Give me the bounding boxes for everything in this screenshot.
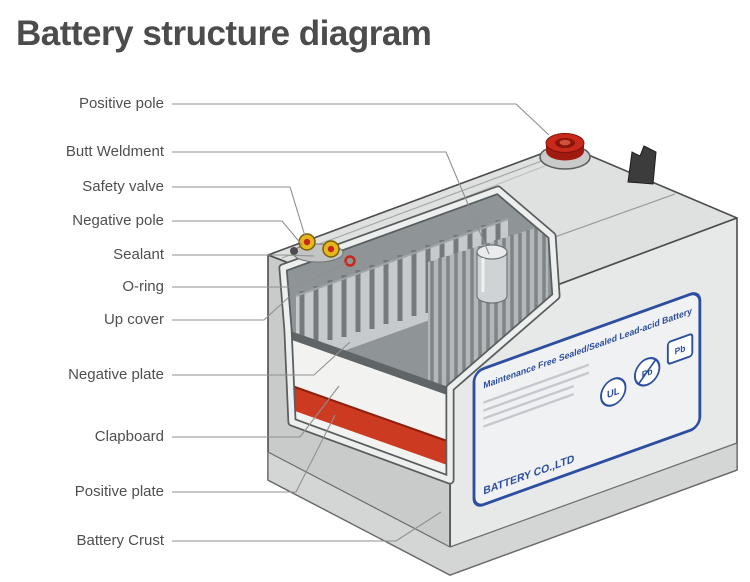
- leader-positive-pole: [172, 103, 550, 136]
- negative-terminal-part: [627, 145, 657, 185]
- safety-valve-cap-2-center: [327, 245, 335, 253]
- leader-lines: [172, 103, 550, 542]
- safety-valve-cap-1-center: [303, 238, 311, 246]
- label-safety-valve: Safety valve: [82, 178, 164, 195]
- leader-safety-valve: [172, 186, 306, 237]
- fins-top-edge: [295, 218, 509, 297]
- leader-o-ring: [172, 262, 347, 288]
- positive-plate-band: [292, 386, 450, 466]
- negative-plate-band: [292, 332, 450, 396]
- label-o-ring: O-ring: [122, 278, 164, 295]
- butt-weldment-part: [476, 244, 508, 304]
- label-butt-weldment: Butt Weldment: [65, 143, 164, 160]
- label-positive-plate: Positive plate: [74, 483, 164, 500]
- label-clapboard: Clapboard: [94, 428, 164, 445]
- leader-sealant: [172, 254, 315, 257]
- lid-step-line-outer: [281, 152, 564, 259]
- safety-valve-assembly: [290, 233, 356, 267]
- leader-butt-weldment: [172, 151, 490, 255]
- sticker-border: [472, 292, 702, 507]
- leader-up-cover: [172, 296, 290, 321]
- ul-mark-circle: [600, 377, 627, 407]
- up-cover-rim: [280, 187, 559, 483]
- lid-front-edge-line: [551, 193, 676, 239]
- label-sealant: Sealant: [113, 246, 164, 263]
- pb-mark-cross: [638, 359, 657, 385]
- pole-hole-highlight: [559, 139, 571, 146]
- sticker-fine-print-lines: [483, 363, 589, 428]
- o-ring-part: [344, 255, 356, 267]
- positive-plate-edge: [291, 385, 451, 443]
- label-negative-pole: Negative pole: [72, 212, 164, 229]
- pb-box-mark: [666, 333, 694, 365]
- leader-positive-plate: [172, 414, 336, 493]
- negative-pole-post: [290, 247, 298, 255]
- ul-mark-text: UL: [607, 386, 620, 402]
- leader-negative-plate: [172, 341, 351, 376]
- leader-battery-crust: [172, 511, 442, 542]
- pb-box-text: Pb: [675, 343, 686, 357]
- label-battery-crust: Battery Crust: [76, 532, 164, 549]
- label-positive-pole: Positive pole: [78, 95, 164, 112]
- label-up-cover: Up cover: [103, 311, 164, 328]
- page-title: Battery structure diagram: [16, 14, 432, 53]
- case-bottom-step: [267, 442, 738, 576]
- weld-cylinder-top: [476, 244, 508, 260]
- leader-negative-pole: [172, 220, 303, 246]
- label-negative-plate: Negative plate: [68, 366, 164, 383]
- leader-clapboard: [172, 385, 340, 438]
- positive-pole-part: [539, 133, 591, 170]
